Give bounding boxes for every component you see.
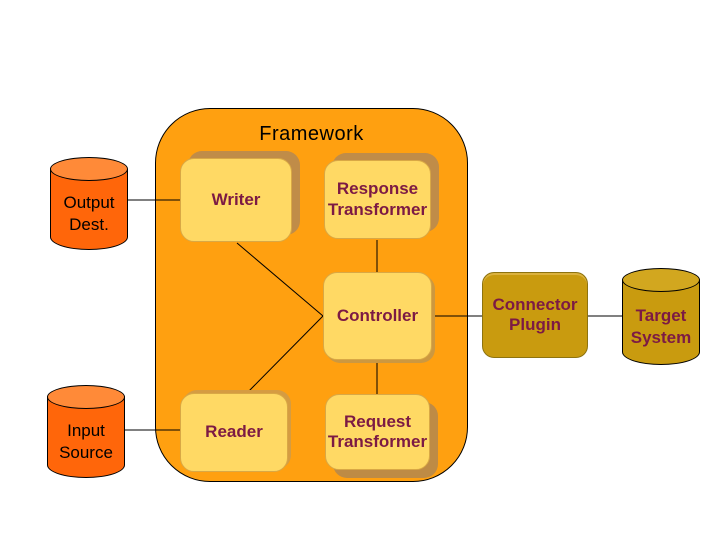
reader-label: Reader: [205, 422, 263, 442]
cylinder-body: [47, 397, 125, 478]
node-writer: Writer: [180, 158, 292, 242]
cylinder-top: [622, 268, 700, 292]
controller-label: Controller: [336, 305, 419, 325]
output-dest-cylinder: Output Dest.: [50, 157, 128, 250]
request-transformer-label: Request Transformer: [327, 411, 428, 451]
node-response-transformer: Response Transformer: [324, 160, 431, 239]
cylinder-top: [47, 385, 125, 409]
writer-label: Writer: [211, 189, 261, 209]
input-source-cylinder: Input Source: [47, 385, 125, 478]
node-reader: Reader: [180, 393, 288, 472]
cylinder-top: [50, 157, 128, 181]
output-dest-label: Output Dest.: [63, 193, 115, 234]
cylinder-body: [50, 169, 128, 250]
connector-plugin-label: Connector Plugin: [492, 294, 578, 334]
node-controller: Controller: [323, 272, 432, 360]
node-request-transformer: Request Transformer: [325, 394, 430, 470]
node-connector-plugin: Connector Plugin: [482, 272, 588, 358]
response-transformer-label: Response Transformer: [327, 179, 428, 219]
target-system-cylinder: Target System: [622, 268, 700, 365]
cylinder-body: [622, 280, 700, 365]
framework-title: Framework: [259, 123, 364, 145]
target-system-label: Target System: [630, 306, 692, 347]
input-source-label: Input Source: [59, 421, 113, 462]
